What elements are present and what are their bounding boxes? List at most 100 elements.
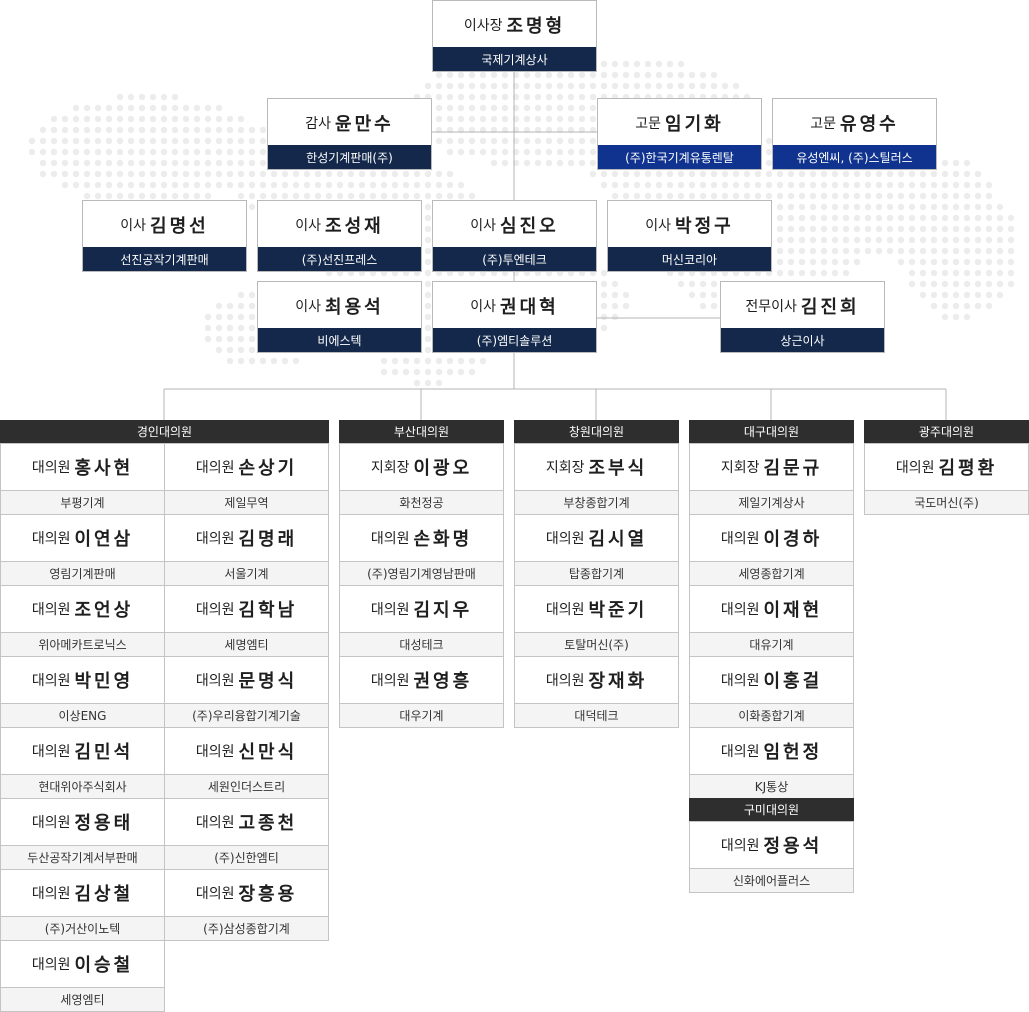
map-dot: [952, 170, 960, 178]
map-dot: [171, 137, 179, 145]
map-dot: [83, 159, 91, 167]
map-dot: [138, 137, 146, 145]
map-dot: [435, 357, 443, 365]
map-dot: [611, 192, 619, 200]
map-dot: [171, 170, 179, 178]
map-dot: [237, 181, 245, 189]
map-dot: [281, 170, 289, 178]
director-title: 이사: [645, 218, 672, 234]
map-dot: [127, 159, 135, 167]
map-dot: [875, 214, 883, 222]
map-dot: [589, 115, 597, 123]
map-dot: [127, 181, 135, 189]
map-dot: [820, 269, 828, 277]
map-dot: [501, 115, 509, 123]
map-dot: [930, 170, 938, 178]
map-dot: [204, 137, 212, 145]
delegate-company: 국도머신(주): [865, 490, 1028, 514]
delegate-company: 세영종합기계: [690, 561, 853, 585]
map-dot: [127, 126, 135, 134]
map-dot: [963, 302, 971, 310]
map-dot: [248, 170, 256, 178]
map-dot: [798, 225, 806, 233]
map-dot: [853, 181, 861, 189]
map-dot: [61, 126, 69, 134]
map-dot: [215, 170, 223, 178]
map-dot: [600, 280, 608, 288]
map-dot: [292, 357, 300, 365]
map-dot: [941, 258, 949, 266]
map-dot: [820, 236, 828, 244]
map-dot: [39, 170, 47, 178]
map-dot: [160, 148, 168, 156]
director-title: 이사: [120, 218, 147, 234]
map-dot: [787, 236, 795, 244]
map-dot: [138, 115, 146, 123]
map-dot: [644, 82, 652, 90]
map-dot: [94, 170, 102, 178]
map-dot: [292, 170, 300, 178]
map-dot: [413, 192, 421, 200]
map-dot: [149, 93, 157, 101]
delegate-company: 대유기계: [690, 632, 853, 656]
map-dot: [875, 236, 883, 244]
delegate-name: 고종천: [238, 813, 298, 834]
map-dot: [710, 280, 718, 288]
map-dot: [534, 93, 542, 101]
map-dot: [248, 313, 256, 321]
map-dot: [182, 104, 190, 112]
map-dot: [424, 346, 432, 354]
map-dot: [556, 104, 564, 112]
map-dot: [589, 148, 597, 156]
map-dot: [578, 71, 586, 79]
map-dot: [589, 93, 597, 101]
map-dot: [633, 60, 641, 68]
map-dot: [655, 192, 663, 200]
map-dot: [468, 137, 476, 145]
map-dot: [545, 104, 553, 112]
delegate-company: (주)삼성종합기계: [165, 916, 328, 940]
map-dot: [435, 379, 443, 387]
map-dot: [182, 148, 190, 156]
map-dot: [864, 236, 872, 244]
map-dot: [688, 82, 696, 90]
map-dot: [930, 280, 938, 288]
map-dot: [105, 137, 113, 145]
map-dot: [248, 137, 256, 145]
map-dot: [556, 71, 564, 79]
map-dot: [248, 192, 256, 200]
map-dot: [479, 137, 487, 145]
map-dot: [556, 159, 564, 167]
map-dot: [424, 302, 432, 310]
map-dot: [589, 170, 597, 178]
map-dot: [633, 192, 641, 200]
auditor-box: 감사 윤만수 한성기계판매(주): [267, 98, 432, 170]
map-dot: [116, 126, 124, 134]
map-dot: [941, 291, 949, 299]
map-dot: [226, 324, 234, 332]
map-dot: [688, 192, 696, 200]
map-dot: [116, 170, 124, 178]
map-dot: [215, 324, 223, 332]
map-dot: [171, 159, 179, 167]
map-dot: [941, 214, 949, 222]
managing-director-title: 전무이사: [745, 299, 797, 315]
delegate-company: 토탈머신(주): [515, 632, 678, 656]
map-dot: [853, 258, 861, 266]
map-dot: [380, 170, 388, 178]
delegate-company: 영림기계판매: [1, 561, 164, 585]
map-dot: [567, 71, 575, 79]
delegate-name: 이광오: [413, 458, 473, 479]
map-dot: [974, 192, 982, 200]
map-dot: [600, 313, 608, 321]
advisor-box: 고문 유영수 유성엔씨, (주)스틸러스: [772, 98, 937, 170]
map-dot: [567, 93, 575, 101]
director-company: (주)투엔테크: [433, 247, 596, 271]
map-dot: [237, 192, 245, 200]
